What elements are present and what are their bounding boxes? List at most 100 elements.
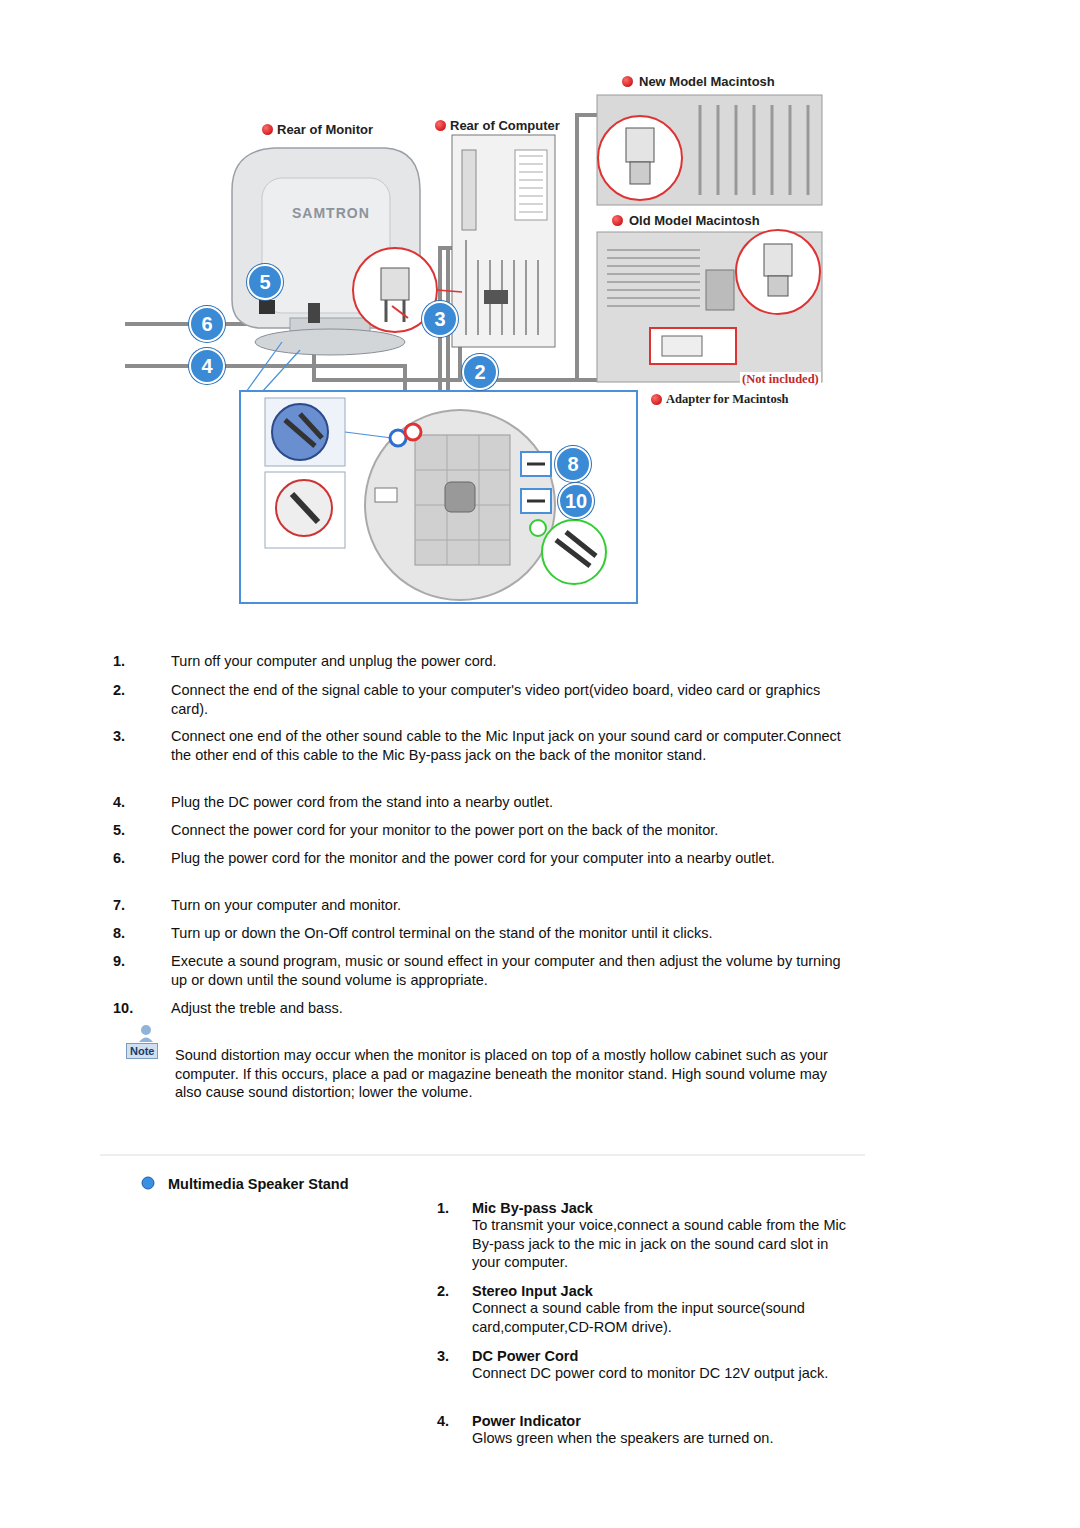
step-text: Execute a sound program, music or sound … (171, 952, 853, 989)
plugs (556, 532, 596, 566)
vent-lines (519, 156, 543, 212)
note-figure (139, 1038, 153, 1043)
adapter-label: Adapter for Macintosh (666, 392, 788, 407)
step-number: 10. (113, 999, 133, 1018)
step-number: 2. (113, 681, 125, 700)
plug-body (626, 128, 654, 162)
tower (452, 135, 555, 347)
item-text: To transmit your voice,connect a sound c… (472, 1216, 852, 1272)
video-port (484, 290, 508, 304)
panel-heading: New Model Macintosh (637, 74, 777, 89)
mac-panel: New Model Macintosh (597, 70, 822, 210)
step-text: Connect the end of the signal cable to y… (171, 681, 853, 718)
card-slots (466, 240, 538, 335)
view-heading: Rear of Computer (450, 118, 560, 133)
bullet (142, 1177, 154, 1189)
plug (292, 494, 318, 522)
leader-line (246, 342, 300, 392)
monitor-base (255, 329, 405, 355)
note-icon (139, 1025, 153, 1042)
leader-line (345, 432, 392, 438)
note-figure (141, 1025, 151, 1035)
callout-text: 2 (474, 361, 485, 384)
monitor-rear (232, 148, 420, 392)
step-number: 8. (113, 924, 125, 943)
plug-head (630, 162, 650, 184)
step-text: Turn off your computer and unplug the po… (171, 652, 853, 671)
note-badge: Note (126, 1043, 158, 1059)
adapter (662, 336, 702, 356)
plug-body (381, 268, 409, 300)
item-heading: DC Power Cord (472, 1347, 578, 1366)
stand-panel (240, 391, 637, 603)
stand-body (415, 435, 510, 565)
stand-base (365, 410, 555, 600)
callout-number: 10 (558, 483, 594, 519)
item-heading: Power Indicator (472, 1412, 581, 1431)
step-text: Turn on your computer and monitor. (171, 896, 853, 915)
step-number: 7. (113, 896, 125, 915)
divider (100, 1155, 865, 1156)
plugs (285, 414, 322, 446)
step-text: Connect the power cord for your monitor … (171, 821, 853, 840)
step-number: 3. (113, 727, 125, 746)
zoom-circle (736, 230, 820, 314)
brand-logo: SAMTRON (292, 205, 370, 221)
item-heading: Stereo Input Jack (472, 1282, 593, 1301)
mac-panel: Old Model Macintosh (Not included) (597, 205, 822, 387)
switch (375, 488, 397, 502)
stand-frame (240, 391, 637, 603)
jack (405, 424, 421, 440)
item-heading: Mic By-pass Jack (472, 1199, 593, 1218)
jack (530, 520, 546, 536)
item-number: 1. (437, 1199, 449, 1218)
step-text: Turn up or down the On-Off control termi… (171, 924, 853, 943)
callout-number: 6 (189, 306, 225, 342)
vent (515, 150, 547, 220)
step-number: 6. (113, 849, 125, 868)
callout-number: 2 (462, 354, 498, 390)
new-mac (597, 95, 822, 205)
zoom-circle (598, 116, 682, 200)
item-text: Glows green when the speakers are turned… (472, 1429, 852, 1448)
stand-grid (415, 435, 510, 565)
item-number: 4. (437, 1412, 449, 1431)
jack-box (265, 398, 345, 466)
section-heading: Multimedia Speaker Stand (168, 1175, 349, 1194)
item-text: Connect a sound cable from the input sou… (472, 1299, 852, 1336)
zoom-circle (542, 520, 606, 584)
callout-number: 3 (422, 301, 458, 337)
mac-slots (700, 105, 808, 195)
plug-body (764, 244, 792, 276)
step-number: 5. (113, 821, 125, 840)
view-heading: Rear of Monitor (277, 122, 373, 137)
step-text: Connect one end of the other sound cable… (171, 727, 853, 764)
callout-number: 5 (247, 264, 283, 300)
mic-plug (276, 480, 332, 536)
signal-plug (308, 303, 320, 323)
port-block (462, 150, 476, 230)
old-mac (597, 230, 822, 382)
item-number: 2. (437, 1282, 449, 1301)
mac-case (597, 95, 822, 205)
callout-text: 4 (201, 355, 212, 378)
callout-text: 6 (201, 313, 212, 336)
callout-number: 4 (189, 348, 225, 384)
slider (527, 464, 545, 501)
note-label: (Not included) (740, 372, 821, 387)
computer-rear (452, 135, 555, 347)
step-number: 9. (113, 952, 125, 971)
note-text: Sound distortion may occur when the moni… (175, 1046, 835, 1102)
step-text: Plug the power cord for the monitor and … (171, 849, 811, 868)
power-port (259, 300, 275, 314)
leader-line (437, 290, 462, 292)
item-number: 3. (437, 1347, 449, 1366)
callout-number: 8 (555, 446, 591, 482)
panel-heading: Old Model Macintosh (627, 213, 762, 228)
step-number: 4. (113, 793, 125, 812)
step-text: Plug the DC power cord from the stand in… (171, 793, 853, 812)
knob (445, 482, 475, 512)
plug-screws (386, 300, 404, 322)
jack-box (265, 472, 345, 548)
